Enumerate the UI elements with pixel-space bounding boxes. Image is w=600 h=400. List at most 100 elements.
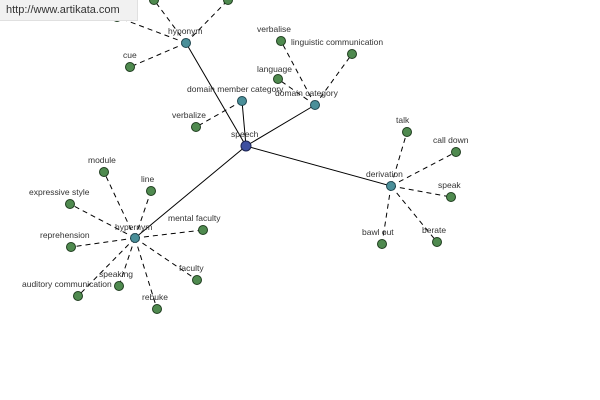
node-label[interactable]: auditory communication bbox=[22, 279, 112, 289]
leaf-node-line[interactable]: line bbox=[141, 174, 156, 196]
leaf-marker[interactable] bbox=[66, 242, 76, 252]
edge-domain-category-to-verbalise bbox=[280, 40, 316, 106]
node-label[interactable]: berate bbox=[422, 225, 446, 235]
leaf-node-berate[interactable]: berate bbox=[422, 225, 446, 247]
node-label[interactable]: speech bbox=[231, 129, 259, 139]
leaf-node-verbalize[interactable]: verbalize bbox=[172, 110, 206, 132]
leaf-node-module[interactable]: module bbox=[88, 155, 116, 177]
graph-edges bbox=[69, 0, 457, 310]
leaf-node-rebuke[interactable]: rebuke bbox=[142, 292, 168, 314]
leaf-marker[interactable] bbox=[191, 122, 201, 132]
leaf-marker[interactable] bbox=[65, 199, 75, 209]
node-label[interactable]: linguistic communication bbox=[291, 37, 383, 47]
leaf-node-reprehension[interactable]: reprehension bbox=[40, 230, 90, 252]
node-label[interactable]: bawl out bbox=[362, 227, 394, 237]
edge-hypernym-to-faculty bbox=[134, 237, 198, 281]
edge-derivation-to-speak bbox=[390, 185, 452, 198]
edge-domain-category-to-language bbox=[277, 78, 316, 106]
relation-marker[interactable] bbox=[237, 96, 247, 106]
leaf-node-expressive-style[interactable]: expressive style bbox=[29, 187, 90, 209]
leaf-node-speaking[interactable]: speaking bbox=[99, 269, 133, 291]
node-label[interactable]: domain member category bbox=[187, 84, 284, 94]
node-label[interactable]: rebuke bbox=[142, 292, 168, 302]
leaf-marker[interactable] bbox=[114, 281, 124, 291]
node-label[interactable]: derivation bbox=[366, 169, 403, 179]
leaf-node-cue[interactable]: cue bbox=[123, 50, 137, 72]
leaf-marker[interactable] bbox=[125, 62, 135, 72]
leaf-marker[interactable] bbox=[446, 192, 456, 202]
node-label[interactable]: module bbox=[88, 155, 116, 165]
relation-marker[interactable] bbox=[181, 38, 191, 48]
node-label[interactable]: talk bbox=[396, 115, 410, 125]
node-label[interactable]: call down bbox=[433, 135, 469, 145]
relation-node-hypernym[interactable]: hypernym bbox=[115, 222, 152, 243]
relation-node-domain-category[interactable]: domain category bbox=[275, 88, 339, 110]
node-label[interactable]: faculty bbox=[179, 263, 204, 273]
edge-derivation-to-berate bbox=[390, 185, 438, 243]
center-marker[interactable] bbox=[240, 140, 252, 152]
leaf-node-hyponym-top-right[interactable] bbox=[223, 0, 233, 5]
leaf-marker[interactable] bbox=[149, 0, 159, 5]
leaf-marker[interactable] bbox=[223, 0, 233, 5]
edge-hypernym-to-expressive-style bbox=[69, 203, 136, 239]
edge-hyponym-to-hyponym-top-left bbox=[116, 16, 187, 44]
leaf-marker[interactable] bbox=[273, 74, 283, 84]
node-label[interactable]: hyponym bbox=[168, 26, 203, 36]
node-label[interactable]: cue bbox=[123, 50, 137, 60]
node-label[interactable]: expressive style bbox=[29, 187, 90, 197]
node-label[interactable]: line bbox=[141, 174, 155, 184]
leaf-node-call-down[interactable]: call down bbox=[433, 135, 469, 157]
leaf-marker[interactable] bbox=[192, 275, 202, 285]
relation-node-hyponym[interactable]: hyponym bbox=[168, 26, 203, 48]
leaf-node-language[interactable]: language bbox=[257, 64, 292, 84]
leaf-marker[interactable] bbox=[377, 239, 387, 249]
leaf-node-verbalise[interactable]: verbalise bbox=[257, 24, 291, 46]
edge-derivation-to-call-down bbox=[390, 151, 457, 187]
relation-node-domain-member-category[interactable]: domain member category bbox=[187, 84, 284, 106]
node-label[interactable]: reprehension bbox=[40, 230, 90, 240]
leaf-node-linguistic-communication[interactable]: linguistic communication bbox=[291, 37, 383, 59]
node-label[interactable]: speaking bbox=[99, 269, 133, 279]
relation-node-derivation[interactable]: derivation bbox=[366, 169, 403, 191]
leaf-node-bawl-out[interactable]: bawl out bbox=[362, 227, 394, 249]
leaf-marker[interactable] bbox=[99, 167, 109, 177]
leaf-node-auditory-communication[interactable]: auditory communication bbox=[22, 279, 112, 301]
relation-marker[interactable] bbox=[130, 233, 140, 243]
node-label[interactable]: verbalize bbox=[172, 110, 206, 120]
url-banner[interactable]: http://www.artikata.com bbox=[0, 0, 138, 21]
edge-hyponym-to-hyponym-top-right bbox=[185, 0, 229, 44]
edge-derivation-to-bawl-out bbox=[381, 185, 392, 245]
leaf-marker[interactable] bbox=[347, 49, 357, 59]
edge-hyponym-to-cue bbox=[129, 42, 187, 68]
node-label[interactable]: language bbox=[257, 64, 292, 74]
edge-derivation-to-talk bbox=[390, 131, 408, 187]
leaf-marker[interactable] bbox=[146, 186, 156, 196]
node-label[interactable]: speak bbox=[438, 180, 461, 190]
leaf-marker[interactable] bbox=[432, 237, 442, 247]
leaf-marker[interactable] bbox=[276, 36, 286, 46]
leaf-node-speak[interactable]: speak bbox=[438, 180, 461, 202]
node-label[interactable]: mental faculty bbox=[168, 213, 221, 223]
center-node-speech[interactable]: speech bbox=[231, 129, 259, 152]
node-label[interactable]: verbalise bbox=[257, 24, 291, 34]
leaf-node-faculty[interactable]: faculty bbox=[179, 263, 204, 285]
relation-marker[interactable] bbox=[386, 181, 396, 191]
leaf-marker[interactable] bbox=[73, 291, 83, 301]
leaf-node-hyponym-top-mid[interactable] bbox=[149, 0, 159, 5]
edge-speech-to-domain-category bbox=[245, 104, 316, 147]
edge-hypernym-to-reprehension bbox=[70, 237, 136, 248]
node-label[interactable]: hypernym bbox=[115, 222, 152, 232]
leaf-marker[interactable] bbox=[198, 225, 208, 235]
edge-speech-to-hypernym bbox=[134, 145, 247, 239]
edge-speech-to-derivation bbox=[245, 145, 392, 187]
leaf-node-mental-faculty[interactable]: mental faculty bbox=[168, 213, 221, 235]
leaf-marker[interactable] bbox=[402, 127, 412, 137]
leaf-marker[interactable] bbox=[451, 147, 461, 157]
leaf-node-talk[interactable]: talk bbox=[396, 115, 412, 137]
edge-speech-to-hyponym bbox=[185, 42, 247, 147]
node-label[interactable]: domain category bbox=[275, 88, 339, 98]
edge-domain-category-to-linguistic-communication bbox=[314, 53, 353, 106]
leaf-marker[interactable] bbox=[152, 304, 162, 314]
relation-marker[interactable] bbox=[310, 100, 320, 110]
